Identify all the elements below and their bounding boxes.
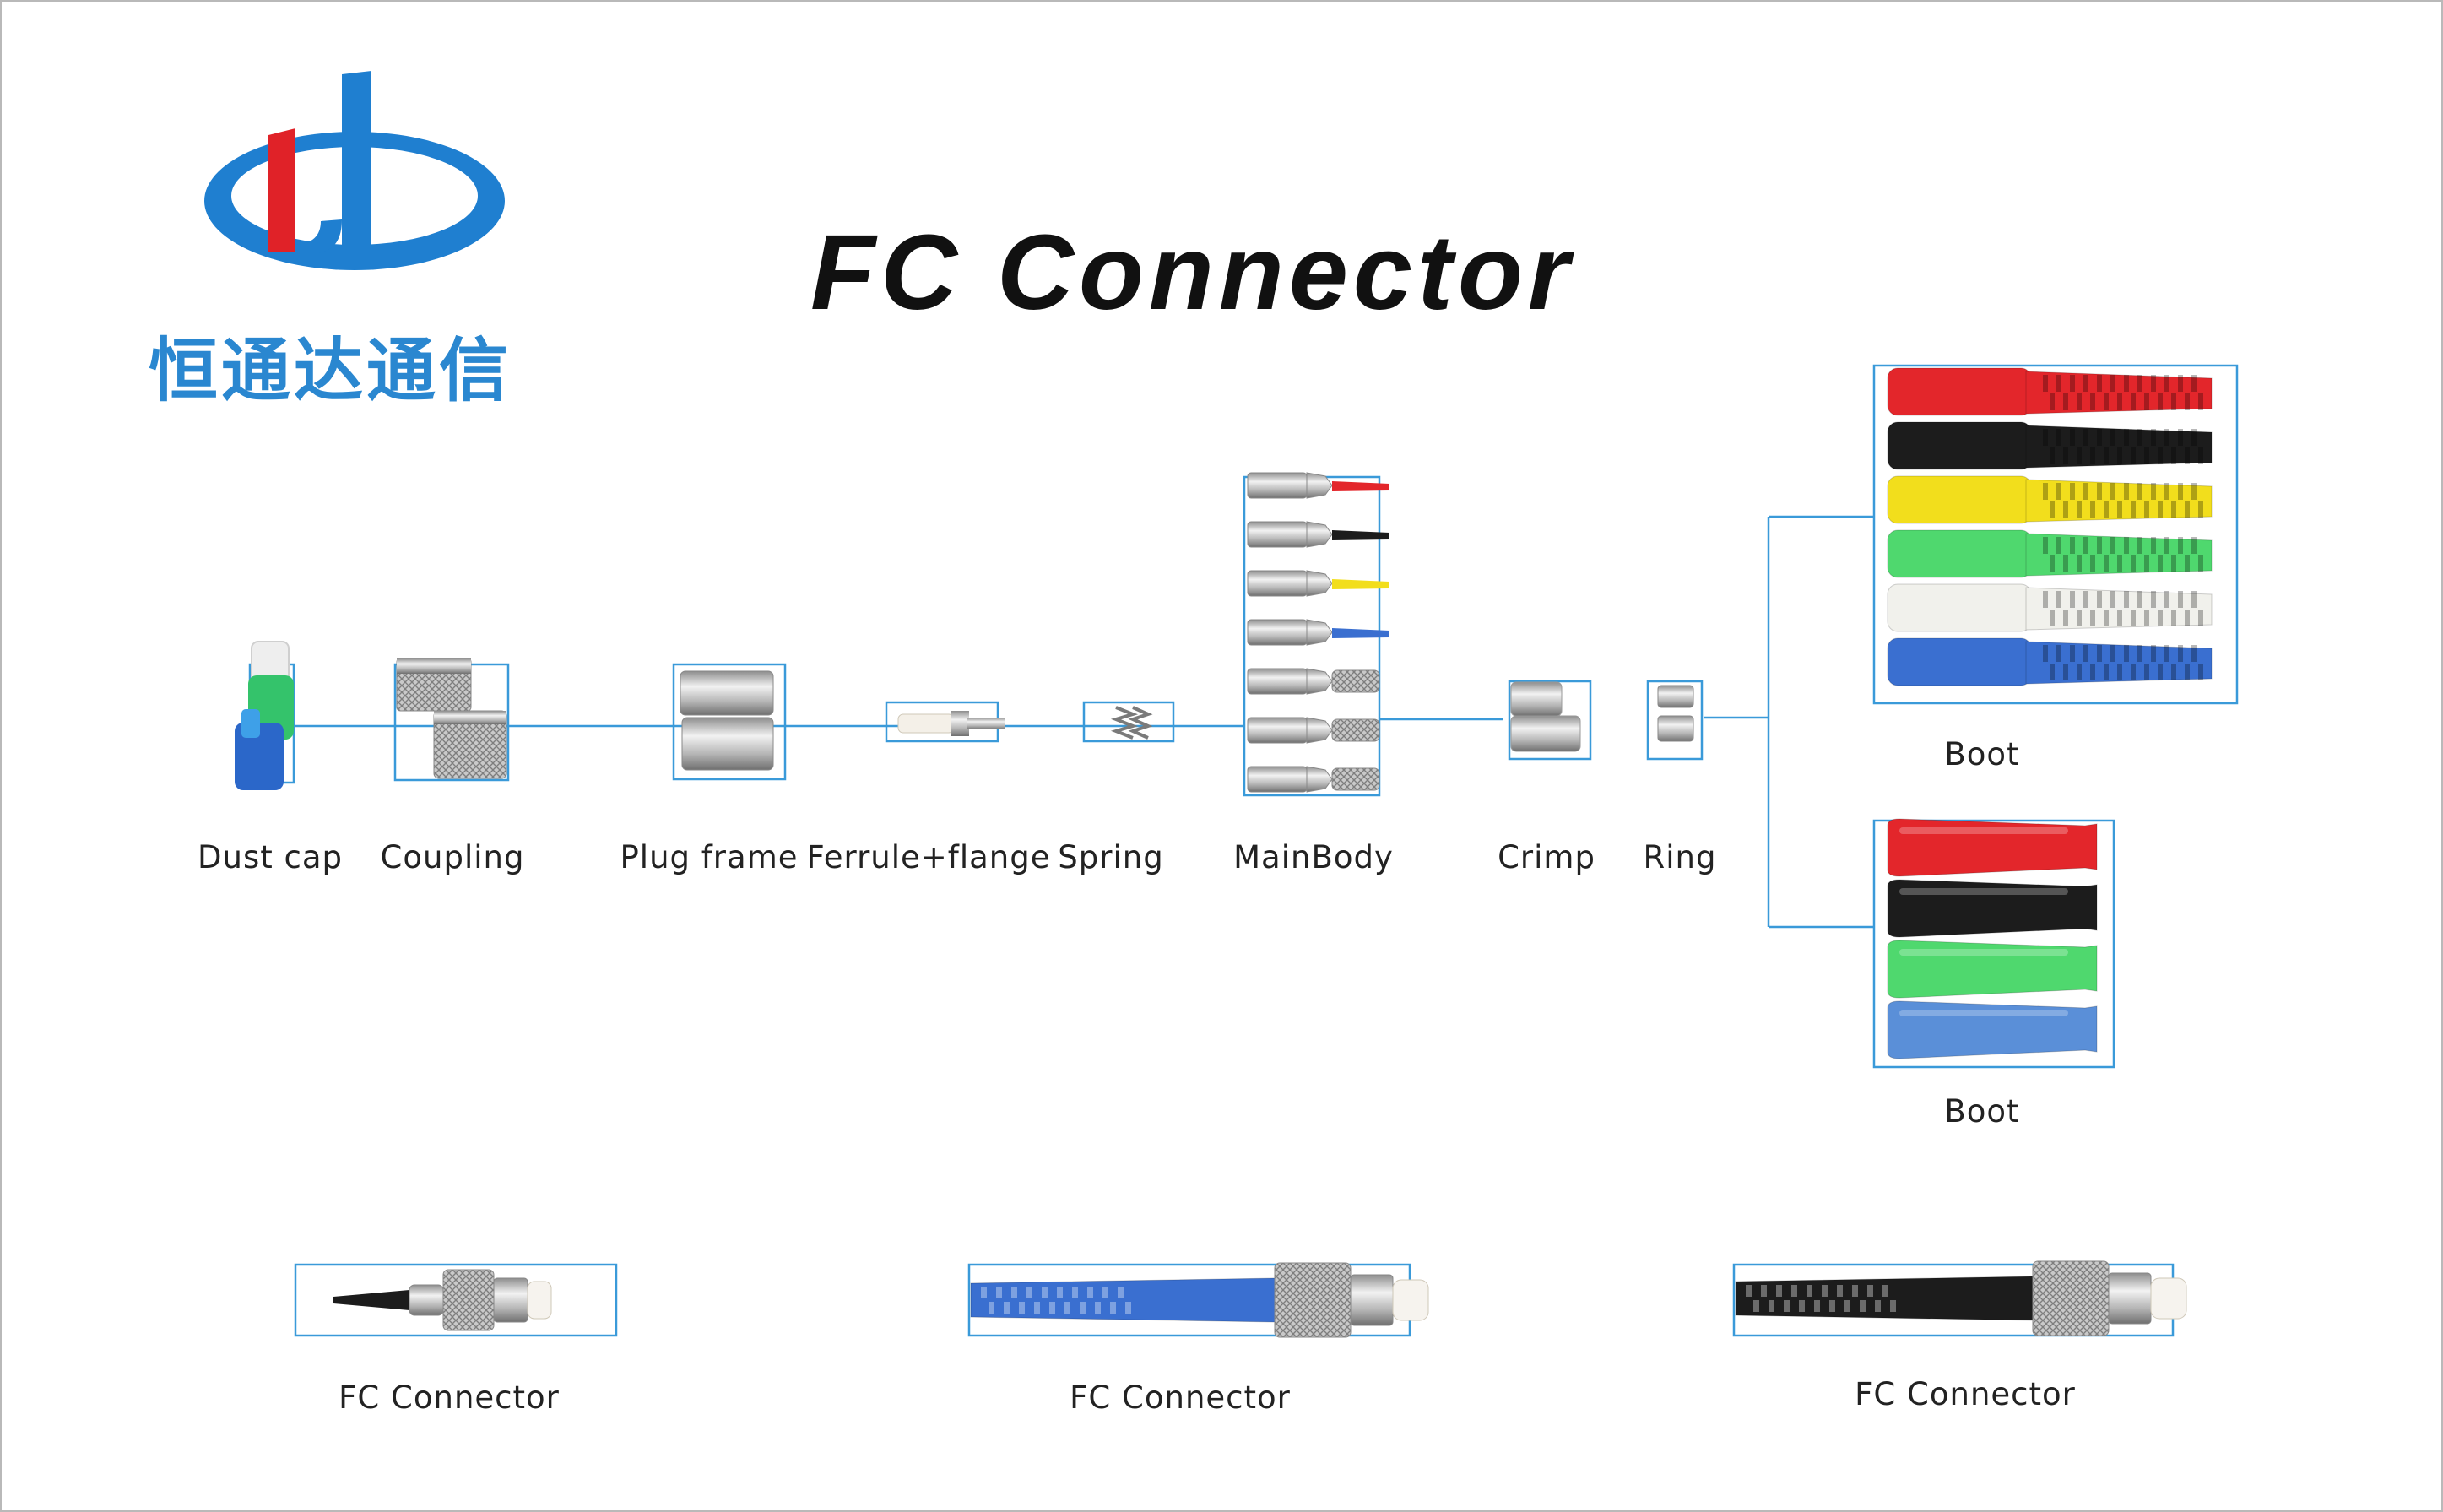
brand-logo	[204, 71, 505, 270]
dust-cap-image	[235, 641, 294, 790]
boot-ribbed-item	[1887, 367, 2213, 416]
mainbody-item	[1247, 472, 1389, 499]
ferrule-flange-image	[897, 711, 1005, 736]
boot-smooth-item	[1887, 879, 2098, 938]
part-label-ring: Ring	[1643, 839, 1717, 875]
part-label-plug-frame: Plug frame	[620, 839, 799, 875]
boot-ribbed-item	[1887, 583, 2213, 632]
part-label-mainbody: MainBody	[1233, 839, 1394, 875]
mainbody-item	[1247, 766, 1380, 793]
assembly-item	[970, 1262, 1429, 1338]
coupling-image	[396, 658, 507, 779]
assembly-label-1: FC Connector	[339, 1379, 560, 1416]
boot-ribbed-item	[1887, 529, 2213, 578]
part-label-ferrule-flange: Ferrule+flange	[806, 839, 1051, 875]
boot-ribbed-image	[1887, 367, 2213, 686]
part-label-crimp: Crimp	[1498, 839, 1595, 875]
part-label-dust-cap: Dust cap	[198, 839, 343, 875]
assembly-label-3: FC Connector	[1855, 1376, 2076, 1412]
boot-ribbed-item	[1887, 475, 2213, 524]
boot-smooth-item	[1887, 940, 2098, 999]
boot-ribbed-item	[1887, 637, 2213, 686]
part-label-spring: Spring	[1058, 839, 1164, 875]
assembled-connectors	[333, 1260, 2187, 1338]
assembly-label-2: FC Connector	[1070, 1379, 1291, 1416]
mainbody-item	[1247, 668, 1380, 695]
boot-ribbed-item	[1887, 421, 2213, 470]
boot-smooth-item	[1887, 818, 2098, 877]
mainbody-image	[1247, 472, 1389, 793]
part-label-coupling: Coupling	[380, 839, 525, 875]
boot-label-smooth: Boot	[1944, 1093, 2020, 1130]
crimp-image	[1510, 681, 1581, 752]
boot-smooth-item	[1887, 1000, 2098, 1059]
mainbody-item	[1247, 717, 1380, 744]
logo-blue-bar	[342, 71, 371, 252]
boot-label-ribbed: Boot	[1944, 736, 2020, 772]
mainbody-item	[1247, 619, 1389, 646]
assembly-item	[1735, 1260, 2187, 1336]
assembly-item	[333, 1269, 552, 1331]
mainbody-item	[1247, 521, 1389, 548]
page-title: FC Connector	[810, 213, 1574, 332]
ring-image	[1657, 685, 1694, 742]
boot-smooth-image	[1887, 818, 2098, 1059]
logo-red-bar	[268, 128, 295, 252]
mainbody-item	[1247, 570, 1389, 597]
spring-image	[1110, 706, 1153, 740]
plug-frame-image	[680, 670, 774, 771]
brand-name: 恒通达通信	[149, 331, 512, 411]
